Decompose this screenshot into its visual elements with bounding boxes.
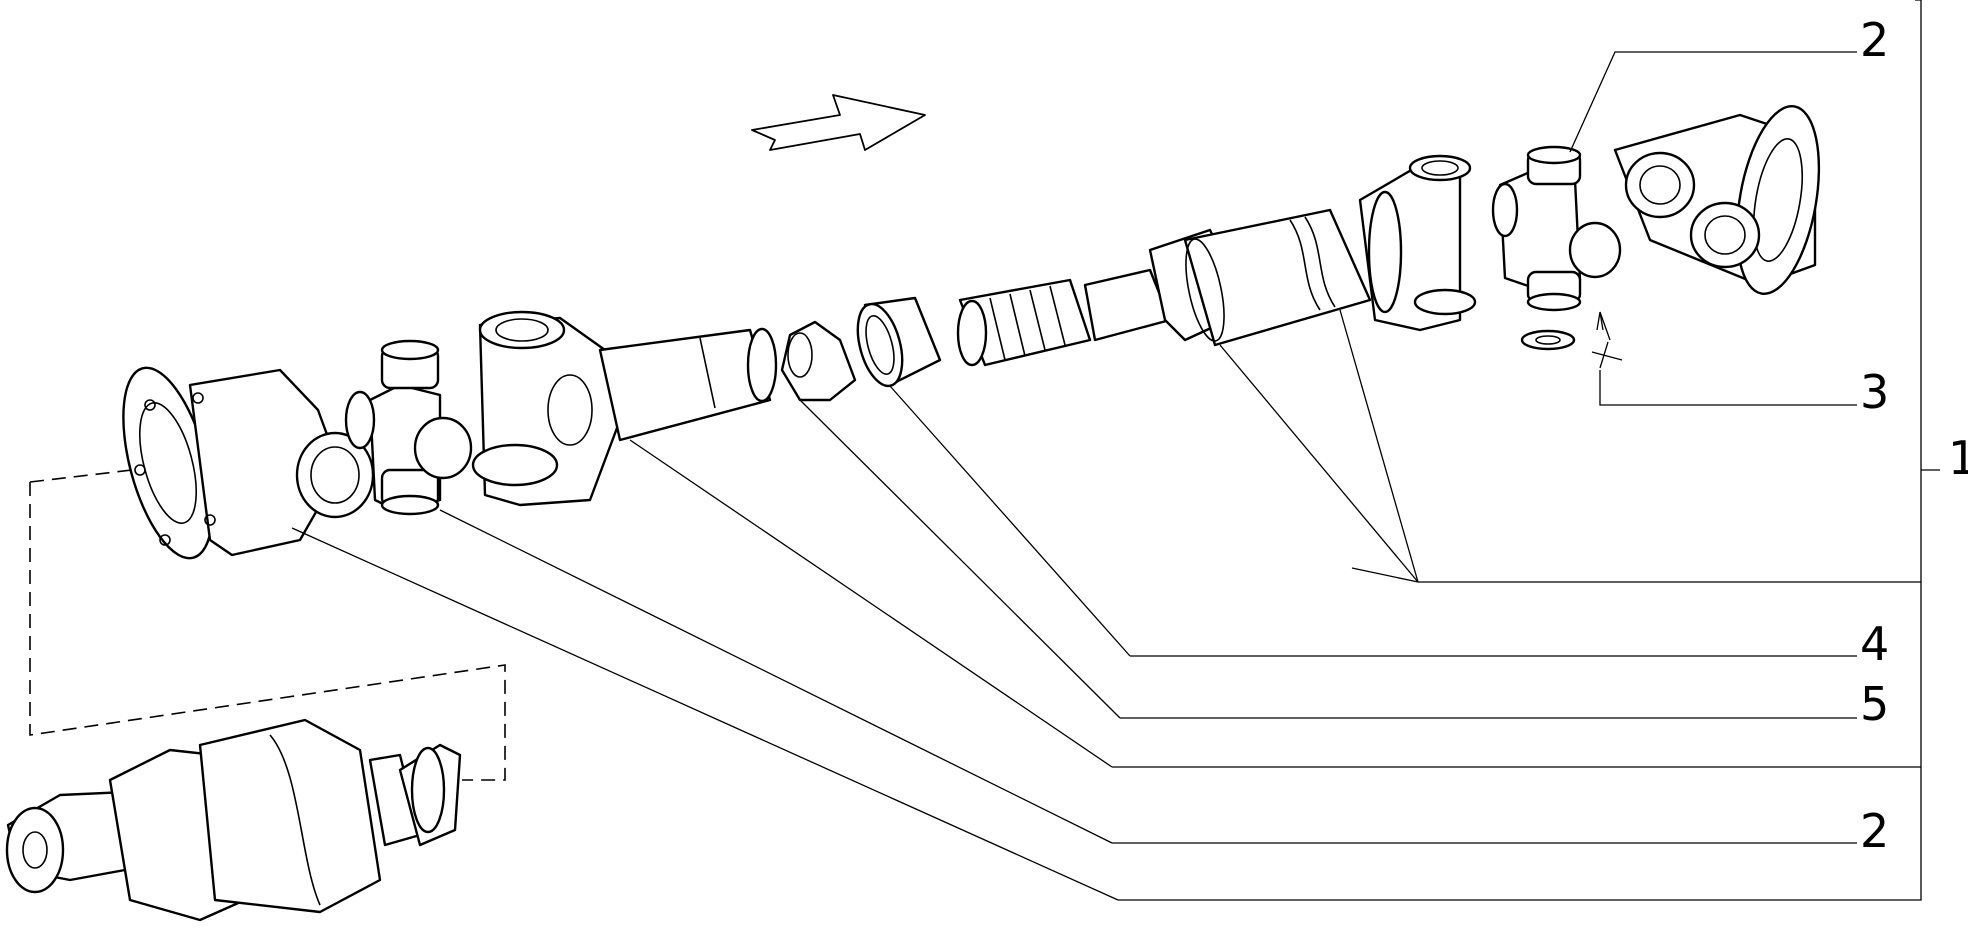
bearing-ring [856, 296, 942, 388]
callout-4: 4 [1860, 617, 1889, 671]
arrow-left-icon [751, 94, 926, 151]
left-shaft-yoke [471, 310, 778, 507]
left-universal-joint [344, 339, 473, 516]
dust-boot [780, 320, 857, 402]
callout-2-bottom: 2 [1860, 804, 1889, 858]
callout-2-top: 2 [1860, 13, 1889, 67]
right-universal-joint [1491, 145, 1622, 312]
leader-lines [291, 0, 1940, 901]
right-shaft-yoke [1358, 154, 1477, 332]
left-flange [122, 366, 375, 560]
callout-3: 3 [1860, 365, 1889, 419]
splined-shaft-sleeve [956, 208, 1372, 367]
inset-center-bearing [5, 469, 506, 922]
callout-1: 1 [1948, 431, 1968, 485]
callout-5: 5 [1860, 677, 1889, 731]
right-flange [1613, 105, 1821, 295]
shim-washer [1520, 311, 1623, 369]
